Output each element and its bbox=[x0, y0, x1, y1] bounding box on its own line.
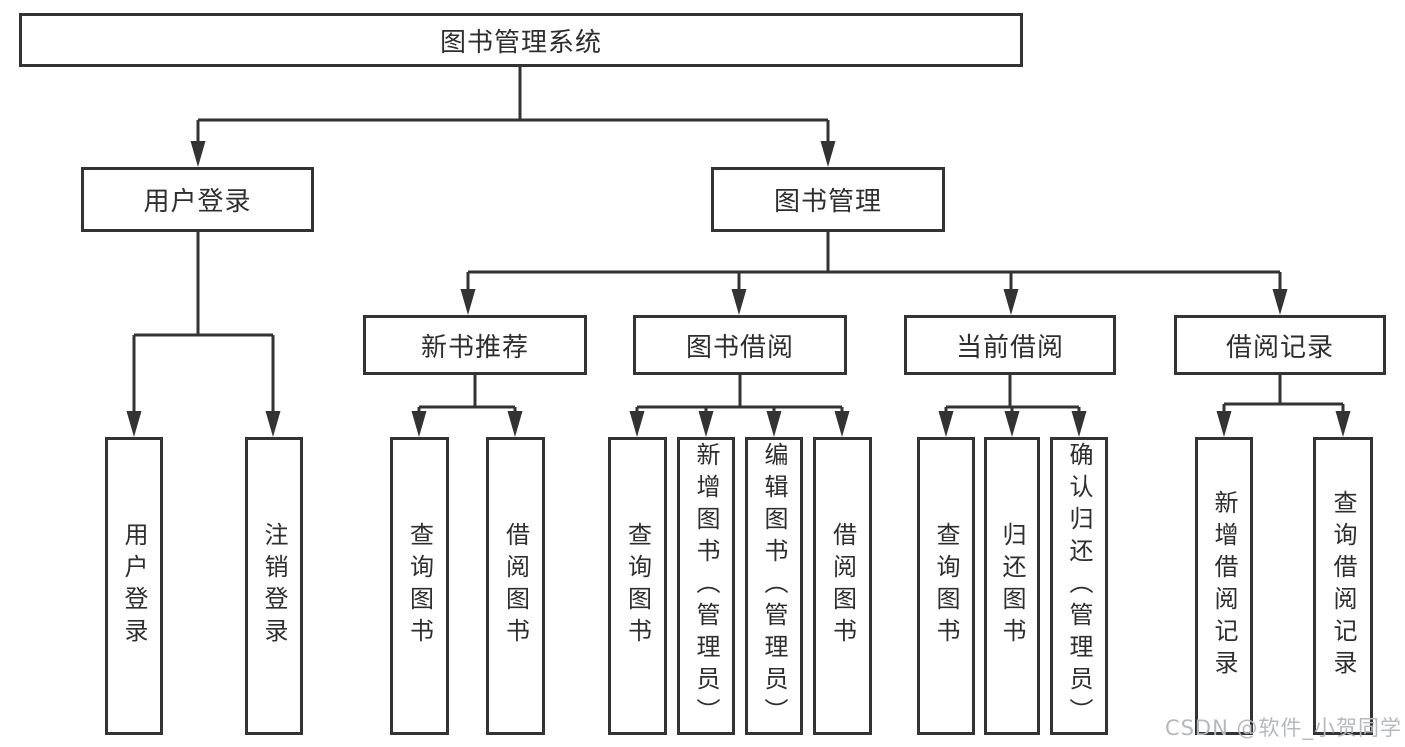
node-label: 查询图书 bbox=[932, 522, 960, 650]
node-label: 新增借阅记录 bbox=[1210, 490, 1238, 682]
node-label: 借阅图书 bbox=[501, 522, 530, 650]
node-label: 编辑图书（管理员） bbox=[760, 442, 788, 730]
node-book-borrow: 图书借阅 bbox=[633, 315, 847, 375]
node-leaf-edit-book-admin: 编辑图书（管理员） bbox=[745, 437, 803, 735]
node-label: 借阅记录 bbox=[1225, 332, 1334, 363]
node-leaf-borrow-book-recommend: 借阅图书 bbox=[486, 437, 545, 735]
csdn-watermark: CSDN @软件_小贺同学 bbox=[1164, 716, 1402, 740]
node-leaf-query-book-borrow: 查询图书 bbox=[608, 437, 667, 735]
node-borrow-record: 借阅记录 bbox=[1174, 315, 1386, 375]
node-leaf-query-book-current: 查询图书 bbox=[917, 437, 975, 735]
node-label: 借阅图书 bbox=[828, 522, 857, 650]
node-leaf-user-login: 用户登录 bbox=[105, 437, 163, 735]
node-new-book-recommend: 新书推荐 bbox=[363, 315, 587, 375]
node-leaf-query-borrow-record: 查询借阅记录 bbox=[1313, 437, 1373, 735]
node-leaf-logout: 注销登录 bbox=[245, 437, 303, 735]
node-leaf-return-book: 归还图书 bbox=[984, 437, 1040, 735]
node-leaf-query-book-recommend: 查询图书 bbox=[390, 437, 449, 735]
node-leaf-add-borrow-record: 新增借阅记录 bbox=[1195, 437, 1253, 735]
node-label: 图书管理 bbox=[773, 187, 882, 217]
node-label: 新书推荐 bbox=[420, 332, 529, 363]
node-label: 注销登录 bbox=[260, 522, 288, 650]
node-root: 图书管理系统 bbox=[19, 13, 1023, 67]
node-label: 确认归还（管理员） bbox=[1065, 442, 1093, 730]
node-label: 查询图书 bbox=[623, 522, 652, 650]
node-label: 归还图书 bbox=[998, 522, 1026, 650]
node-book-management: 图书管理 bbox=[711, 167, 945, 232]
node-current-borrow: 当前借阅 bbox=[904, 315, 1116, 375]
node-user-login: 用户登录 bbox=[81, 167, 314, 232]
node-label: 用户登录 bbox=[143, 187, 252, 217]
node-label: 用户登录 bbox=[120, 522, 148, 650]
node-label: 当前借阅 bbox=[955, 332, 1064, 363]
node-label: 图书管理系统 bbox=[439, 27, 602, 58]
node-label: 图书借阅 bbox=[685, 332, 794, 363]
node-label: 查询借阅记录 bbox=[1329, 490, 1357, 682]
node-label: 查询图书 bbox=[405, 522, 434, 650]
node-label: 新增图书（管理员） bbox=[692, 442, 720, 730]
node-leaf-borrow-book-2: 借阅图书 bbox=[813, 437, 872, 735]
node-leaf-add-book-admin: 新增图书（管理员） bbox=[677, 437, 735, 735]
node-leaf-confirm-return-admin: 确认归还（管理员） bbox=[1050, 437, 1108, 735]
